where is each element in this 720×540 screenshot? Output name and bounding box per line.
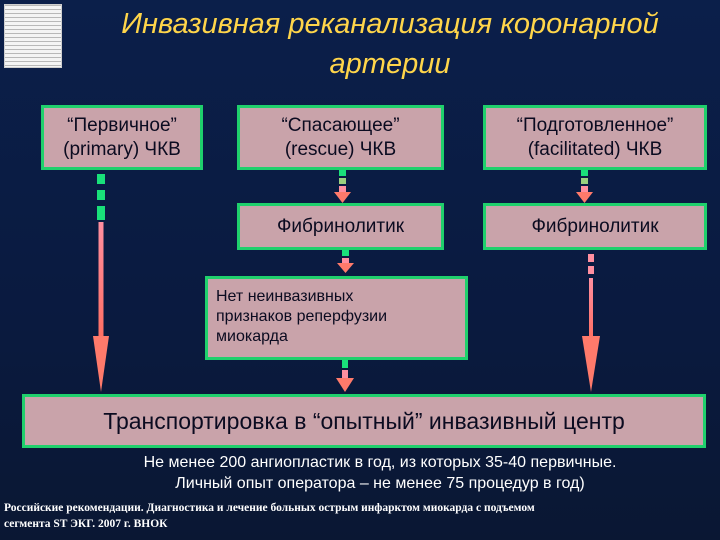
no-reperfusion-line-2: признаков реперфузии bbox=[216, 308, 388, 325]
source-line-2: сегмента ST ЭКГ. 2007 г. ВНОК bbox=[4, 518, 168, 530]
source-citation: Российские рекомендации. Диагностика и л… bbox=[4, 500, 716, 532]
no-reperfusion-to-transport-arrow bbox=[336, 360, 354, 392]
fibrinolytic-to-no-reperfusion-arrow bbox=[337, 250, 354, 273]
fibrinolytic-label-1: Фибринолитик bbox=[276, 215, 405, 237]
no-reperfusion-line-1: Нет неинвазивных bbox=[216, 288, 354, 305]
facilitated-to-fibrinolytic-arrow bbox=[576, 170, 593, 203]
facilitated-pci-box: “Подготовленное” (facilitated) ЧКВ bbox=[483, 105, 707, 170]
no-reperfusion-line-3: миокарда bbox=[216, 328, 288, 345]
title-line-2: артерии bbox=[329, 48, 451, 80]
fibrinolytic-box-rescue: Фибринолитик bbox=[237, 203, 444, 250]
no-reperfusion-box: Нет неинвазивных признаков реперфузии ми… bbox=[205, 276, 468, 360]
fibrinolytic-label-2: Фибринолитик bbox=[531, 215, 659, 237]
facilitated-pci-line-2: (facilitated) ЧКВ bbox=[527, 138, 663, 160]
requirements-line-1: Не менее 200 ангиопластик в год, из кото… bbox=[143, 454, 617, 471]
title-line-1: Инвазивная реканализация коронарной bbox=[121, 8, 659, 40]
rescue-pci-line-1: “Спасающее” bbox=[281, 114, 400, 136]
primary-pci-line-2: (primary) ЧКВ bbox=[63, 138, 181, 160]
source-line-1: Российские рекомендации. Диагностика и л… bbox=[4, 502, 535, 514]
facilitated-pci-line-1: “Подготовленное” bbox=[516, 114, 674, 136]
fibrinolytic-box-facilitated: Фибринолитик bbox=[483, 203, 707, 250]
requirements-text: Не менее 200 ангиопластик в год, из кото… bbox=[40, 452, 720, 494]
fibrinolytic-to-transport-arrow bbox=[582, 254, 600, 392]
primary-pci-box: “Первичное” (primary) ЧКВ bbox=[41, 105, 203, 170]
primary-pci-line-1: “Первичное” bbox=[67, 114, 177, 136]
rescue-pci-box: “Спасающее” (rescue) ЧКВ bbox=[237, 105, 444, 170]
primary-to-transport-arrow bbox=[93, 174, 109, 392]
rescue-to-fibrinolytic-arrow bbox=[334, 170, 351, 203]
transport-box: Транспортировка в “опытный” инвазивный ц… bbox=[22, 394, 706, 448]
rescue-pci-line-2: (rescue) ЧКВ bbox=[284, 138, 397, 160]
document-thumbnail bbox=[4, 4, 62, 68]
requirements-line-2: Личный опыт оператора – не менее 75 проц… bbox=[175, 475, 585, 492]
transport-label: Транспортировка в “опытный” инвазивный ц… bbox=[103, 408, 625, 434]
page-title: Инвазивная реканализация коронарной арте… bbox=[60, 4, 720, 84]
